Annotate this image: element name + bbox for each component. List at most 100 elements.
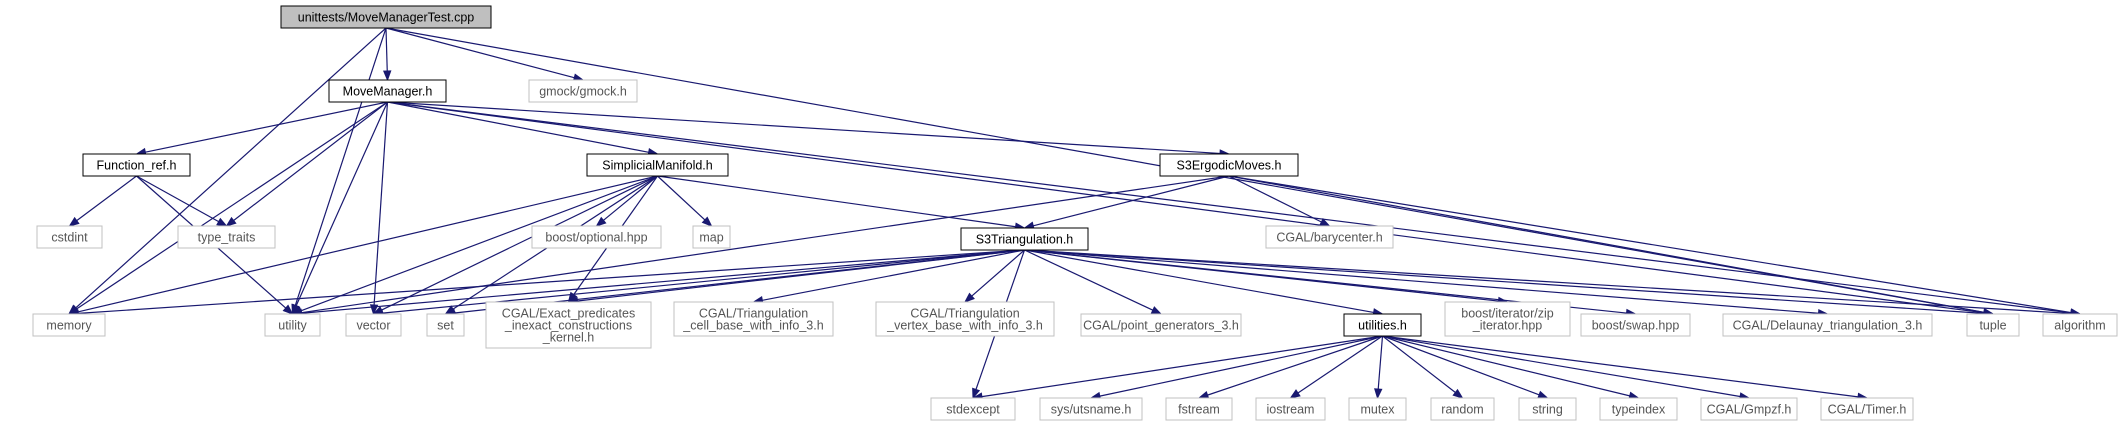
node-movemanager[interactable]: MoveManager.h	[328, 79, 447, 103]
edge-line	[77, 249, 1025, 314]
node-box	[426, 313, 465, 337]
node-box	[1966, 313, 2020, 337]
node-box	[1599, 397, 1678, 421]
edge-line	[385, 27, 575, 79]
node-label: mutex	[1360, 403, 1395, 417]
arrowhead	[1197, 390, 1210, 399]
edge-line	[1024, 249, 1374, 314]
node-exactpred: CGAL/Exact_predicates_inexact_constructi…	[485, 301, 652, 349]
arrowhead	[1452, 388, 1464, 399]
node-random: random	[1430, 397, 1495, 421]
arrowhead	[382, 70, 392, 82]
edge-line	[76, 101, 388, 310]
node-label: boost/optional.hpp	[545, 231, 647, 245]
node-box	[586, 153, 729, 177]
node-label: CGAL/Timer.h	[1828, 403, 1907, 417]
node-pointgen: CGAL/point_generators_3.h	[1080, 313, 1242, 337]
edge-line	[301, 175, 1230, 314]
node-label: type_traits	[198, 231, 256, 245]
edge-functionref-to-cstdint	[68, 175, 137, 227]
edge-s3ergodic-to-s3tri	[1023, 175, 1230, 230]
node-simplicial[interactable]: SimplicialManifold.h	[586, 153, 729, 177]
node-label: _inexact_constructions	[504, 319, 632, 333]
node-box	[177, 225, 276, 249]
node-label: tuple	[1979, 319, 2006, 333]
edge-line	[981, 335, 1383, 398]
edge-line	[76, 175, 137, 222]
node-label: stdexcept	[946, 403, 1000, 417]
node-mutex: mutex	[1348, 397, 1407, 421]
edge-line	[657, 175, 706, 221]
edge-line	[387, 101, 649, 153]
edge-line	[762, 249, 1025, 301]
node-box	[328, 79, 447, 103]
arrowhead	[701, 216, 713, 227]
edge-movemanager-to-s3ergodic	[387, 101, 1231, 158]
edge-s3ergodic-to-barycenter	[1228, 175, 1331, 227]
node-label: memory	[46, 319, 92, 333]
node-root[interactable]: unittests/MoveManagerTest.cpp	[280, 5, 492, 29]
edge-line	[1207, 335, 1383, 396]
edge-line	[603, 175, 658, 221]
node-label: iostream	[1267, 403, 1315, 417]
node-fstream: fstream	[1165, 397, 1233, 421]
edge-utilities-to-mutex	[1374, 335, 1384, 400]
node-delaunay: CGAL/Delaunay_triangulation_3.h	[1722, 313, 1933, 337]
arrowhead	[1289, 389, 1301, 399]
node-set: set	[426, 313, 465, 337]
node-cellbase: CGAL/Triangulation_cell_base_with_info_3…	[673, 301, 834, 337]
node-label: CGAL/Delaunay_triangulation_3.h	[1733, 319, 1923, 333]
node-box	[1580, 313, 1691, 337]
node-label: map	[699, 231, 723, 245]
node-box	[673, 301, 834, 337]
node-vector: vector	[345, 313, 402, 337]
edge-movemanager-to-functionref	[135, 101, 388, 157]
node-utilities[interactable]: utilities.h	[1343, 313, 1422, 337]
node-timer: CGAL/Timer.h	[1820, 397, 1914, 421]
node-s3tri[interactable]: S3Triangulation.h	[960, 227, 1089, 251]
edge-utilities-to-fstream	[1197, 335, 1383, 399]
node-label: CGAL/barycenter.h	[1276, 231, 1382, 245]
node-label: utilities.h	[1358, 319, 1407, 333]
node-box	[1343, 313, 1422, 337]
node-s3ergodic[interactable]: S3ErgodicMoves.h	[1159, 153, 1299, 177]
node-box	[1700, 397, 1798, 421]
edge-line	[136, 175, 219, 223]
node-boostswap: boost/swap.hpp	[1580, 313, 1691, 337]
node-utsname: sys/utsname.h	[1039, 397, 1143, 421]
node-label: _kernel.h	[542, 331, 594, 345]
node-label: fstream	[1178, 403, 1220, 417]
node-label: boost/iterator/zip	[1461, 307, 1553, 321]
edge-line	[1382, 335, 1540, 396]
node-functionref[interactable]: Function_ref.h	[82, 153, 191, 177]
edge-line	[1382, 335, 1859, 398]
node-box	[1722, 313, 1933, 337]
arrowhead	[1537, 390, 1549, 399]
node-box	[1348, 397, 1407, 421]
node-box	[1255, 397, 1326, 421]
edge-simplicial-to-map	[657, 175, 713, 227]
node-box	[1265, 225, 1394, 249]
edges-layer	[67, 27, 2082, 401]
node-label: cstdint	[51, 231, 88, 245]
edge-simplicial-to-boostoptional	[595, 175, 658, 227]
nodes-layer: unittests/MoveManagerTest.cppMoveManager…	[32, 5, 2118, 421]
edge-line	[1228, 175, 2072, 314]
node-box	[82, 153, 191, 177]
node-gmock: gmock/gmock.h	[528, 79, 638, 103]
node-label: random	[1441, 403, 1483, 417]
node-zipiter: boost/iterator/zip_iterator.hpp	[1444, 301, 1571, 337]
node-box	[1165, 397, 1233, 421]
node-string: string	[1518, 397, 1577, 421]
edge-line	[1297, 335, 1383, 394]
arrowhead	[972, 387, 981, 400]
edge-utilities-to-utsname	[1089, 335, 1383, 401]
arrowhead	[1374, 388, 1383, 400]
edge-utilities-to-iostream	[1289, 335, 1383, 399]
edge-line	[385, 27, 388, 72]
edge-s3ergodic-to-utility	[291, 175, 1230, 317]
edge-line	[387, 101, 1221, 155]
edge-root-to-gmock	[385, 27, 585, 82]
arrowhead	[595, 216, 607, 227]
edge-line	[295, 101, 389, 307]
